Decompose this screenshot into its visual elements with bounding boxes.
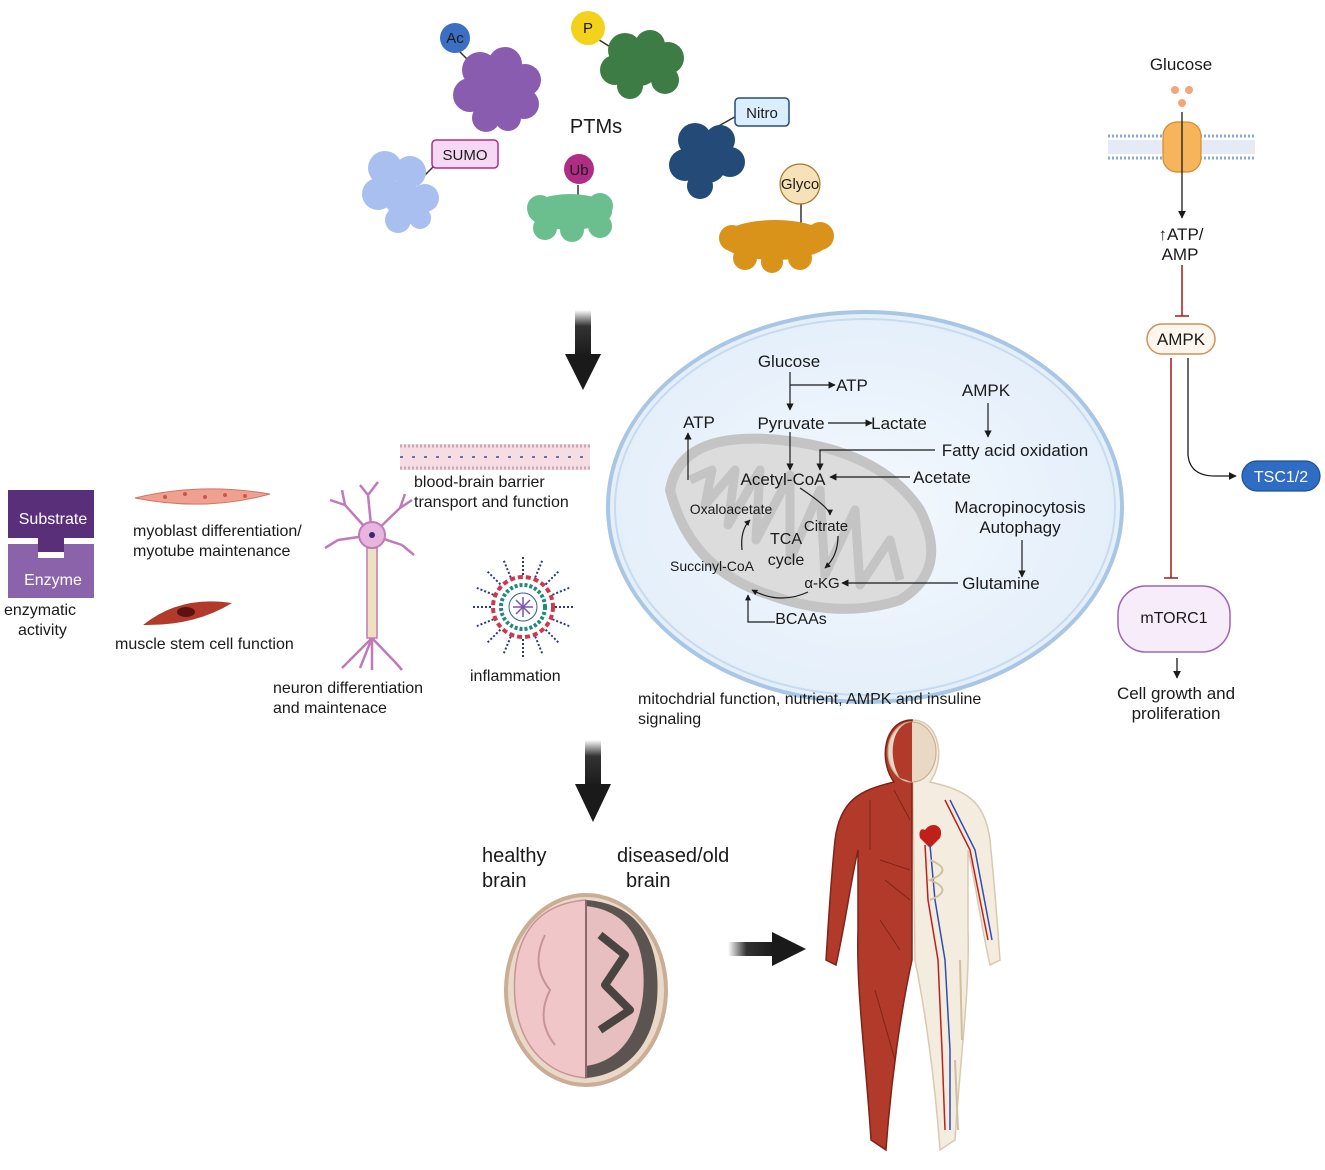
myotube-icon <box>134 488 271 505</box>
myoblast-label-2: myotube maintenance <box>133 543 291 560</box>
met-lactate: Lactate <box>871 414 927 433</box>
substrate-enzyme-icon <box>8 490 94 598</box>
glucose-molecules <box>1171 86 1193 107</box>
acetylated-protein: Ac <box>440 23 541 132</box>
inflammasome-spoke <box>485 628 502 645</box>
inflammasome-spoke <box>544 628 561 645</box>
nitro-badge <box>734 97 790 127</box>
sumo-badge <box>431 139 499 169</box>
nitro-badge-label: Nitro <box>746 105 778 122</box>
sumoylated-protein: SUMO <box>362 139 499 233</box>
phosphorylated-protein: P <box>571 11 684 99</box>
met-ampk: AMPK <box>962 381 1011 400</box>
enzymatic-label-1: enzymatic <box>4 602 76 619</box>
met-citrate: Citrate <box>804 518 848 535</box>
met-succinyl-coa: Succinyl-CoA <box>670 558 755 574</box>
met-fatty-acid-oxidation: Fatty acid oxidation <box>942 441 1088 460</box>
inflammation-label: inflammation <box>470 668 561 685</box>
ampk-node <box>1146 323 1216 355</box>
ub-badge <box>564 154 594 184</box>
met-tca-2: cycle <box>768 552 805 569</box>
bbb-label-1: blood-brain barrier <box>414 474 545 491</box>
neuron-icon <box>324 481 415 671</box>
met-glucose: Glucose <box>758 352 820 371</box>
signaling-pathway: Glucose ↑ATP/ AMP AMPK TSC1/2 mTORC1 Cel… <box>1108 55 1321 723</box>
p-badge-label: P <box>583 20 593 37</box>
ubiquitinated-protein: Ub <box>527 154 613 242</box>
muscle-stem-cell-icon <box>143 601 232 626</box>
met-acetate: Acetate <box>913 468 971 487</box>
inflammasome-spoke <box>502 636 512 656</box>
neuron-nucleus <box>369 532 375 538</box>
sig-ampk: AMPK <box>1157 330 1206 349</box>
met-oxaloacetate: Oxaloacetate <box>690 501 773 517</box>
met-glutamine: Glutamine <box>962 574 1039 593</box>
myoblast-label-1: myoblast differentiation/ <box>133 523 302 540</box>
enzyme-label: Enzyme <box>24 572 82 589</box>
metabolism-arrows <box>684 372 1026 623</box>
mito-label-1: mitochdrial function, nutrient, AMPK and… <box>638 691 981 708</box>
ac-badge-label: Ac <box>446 30 464 47</box>
met-bcaas: BCAAs <box>775 611 827 628</box>
mito-label-2: signaling <box>638 711 701 728</box>
bbb-icon <box>400 444 590 470</box>
inflammasome-spoke <box>474 586 494 596</box>
mitochondrion-icon <box>664 433 937 614</box>
bbb-label-2: transport and function <box>414 494 569 511</box>
mtorc1-node <box>1117 585 1231 653</box>
inflammasome-spoke <box>552 618 572 628</box>
brain-icon <box>504 893 668 1087</box>
met-akg: α-KG <box>804 575 839 592</box>
ac-badge <box>440 23 470 53</box>
glycosylated-protein: Glyco <box>719 163 834 273</box>
healthy-label-2: brain <box>482 870 526 892</box>
inflammasome-spoke <box>534 558 544 578</box>
sig-mtorc1: mTORC1 <box>1140 610 1207 627</box>
substrate-label: Substrate <box>19 511 88 528</box>
sig-atp-amp-2: AMP <box>1162 245 1199 264</box>
glyco-badge-label: Glyco <box>781 176 819 193</box>
sig-growth-2: proliferation <box>1132 704 1221 723</box>
inflammasome-spoke <box>502 558 512 578</box>
ptm-cluster: Ac P PTMs Nitro <box>362 11 834 273</box>
inflammasome-spoke <box>474 618 494 628</box>
met-atp-left: ATP <box>683 413 715 432</box>
healthy-label-1: healthy <box>482 845 547 867</box>
met-atp-top: ATP <box>836 376 868 395</box>
neuron-label-2: and maintenace <box>273 700 387 717</box>
sumo-badge-label: SUMO <box>443 147 488 164</box>
nitrated-protein: Nitro <box>669 97 790 199</box>
met-pyruvate: Pyruvate <box>757 414 824 433</box>
diseased-label-2: brain <box>626 870 670 892</box>
sig-tsc: TSC1/2 <box>1254 469 1308 486</box>
sig-growth-1: Cell growth and <box>1117 684 1235 703</box>
down-arrow-2 <box>575 740 611 822</box>
inflammasome-spoke <box>485 569 502 586</box>
met-autophagy: Autophagy <box>979 518 1061 537</box>
inflammasome-spoke <box>534 636 544 656</box>
inflammasome-spoke <box>552 586 572 596</box>
enzymatic-label-2: activity <box>18 622 67 639</box>
diseased-label-1: diseased/old <box>617 845 729 867</box>
ub-badge-label: Ub <box>569 162 588 179</box>
met-acetyl-coa: Acetyl-CoA <box>740 470 826 489</box>
muscle-stem-label: muscle stem cell function <box>115 636 294 653</box>
glyco-badge <box>779 163 821 205</box>
human-anatomy-icon <box>825 719 1001 1152</box>
down-arrow-1 <box>565 310 601 390</box>
met-macropinocytosis: Macropinocytosis <box>954 498 1085 517</box>
sig-atp-amp-1: ↑ATP/ <box>1158 225 1203 244</box>
tsc-node <box>1241 460 1321 492</box>
right-arrow <box>728 932 806 966</box>
p-badge <box>571 11 605 45</box>
inflammasome-spoke <box>544 569 561 586</box>
metabolism-labels: Glucose ATP Pyruvate Lactate ATP AMPK Fa… <box>670 352 1088 628</box>
sig-glucose: Glucose <box>1150 55 1212 74</box>
ptms-title: PTMs <box>570 116 622 138</box>
inflammasome-icon <box>471 555 575 659</box>
neuron-label-1: neuron differentiation <box>273 680 423 697</box>
met-tca-1: TCA <box>770 531 802 548</box>
